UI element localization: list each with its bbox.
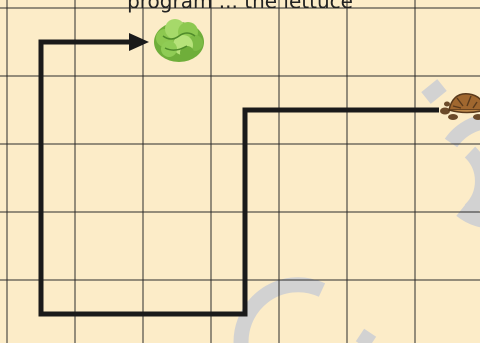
instruction-caption: program ... the lettuce bbox=[0, 0, 480, 13]
watermark-arc bbox=[426, 85, 442, 98]
watermark-arc bbox=[360, 335, 372, 343]
